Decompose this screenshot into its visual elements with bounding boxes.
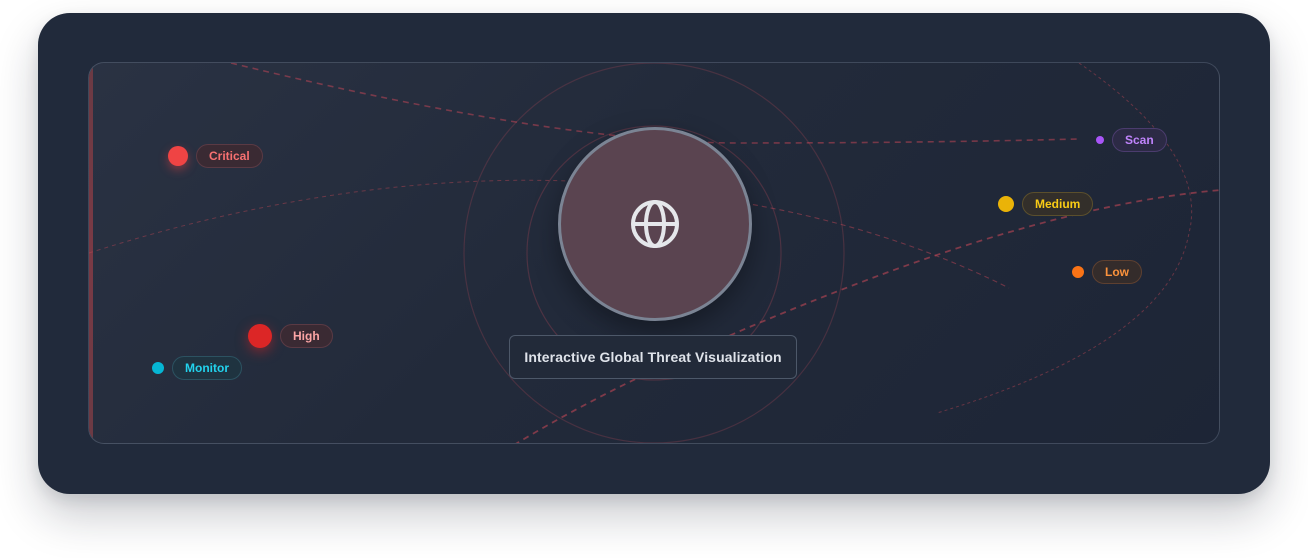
visualization-title: Interactive Global Threat Visualization [509, 335, 797, 379]
panel-accent-bar [89, 63, 93, 443]
connection-lines [89, 63, 1219, 443]
high-dot [248, 324, 272, 348]
low-dot [1072, 266, 1084, 278]
monitor-label: Monitor [172, 356, 242, 380]
scan-dot [1096, 136, 1104, 144]
medium-dot [998, 196, 1014, 212]
critical-label: Critical [196, 144, 263, 168]
marker-high[interactable]: High [248, 324, 333, 348]
marker-monitor[interactable]: Monitor [152, 356, 242, 380]
critical-dot [168, 146, 188, 166]
marker-medium[interactable]: Medium [998, 192, 1094, 216]
inner-ring [526, 125, 782, 381]
marker-critical[interactable]: Critical [168, 144, 263, 168]
scan-label: Scan [1112, 128, 1167, 152]
high-label: High [280, 324, 333, 348]
monitor-dot [152, 362, 164, 374]
marker-scan[interactable]: Scan [1096, 128, 1167, 152]
marker-low[interactable]: Low [1072, 260, 1142, 284]
globe-hub[interactable] [558, 127, 752, 321]
outer-ring [463, 63, 845, 443]
threat-visualization-panel[interactable]: Interactive Global Threat Visualization … [88, 62, 1220, 444]
low-label: Low [1092, 260, 1142, 284]
medium-label: Medium [1022, 192, 1094, 216]
globe-icon [629, 198, 681, 250]
